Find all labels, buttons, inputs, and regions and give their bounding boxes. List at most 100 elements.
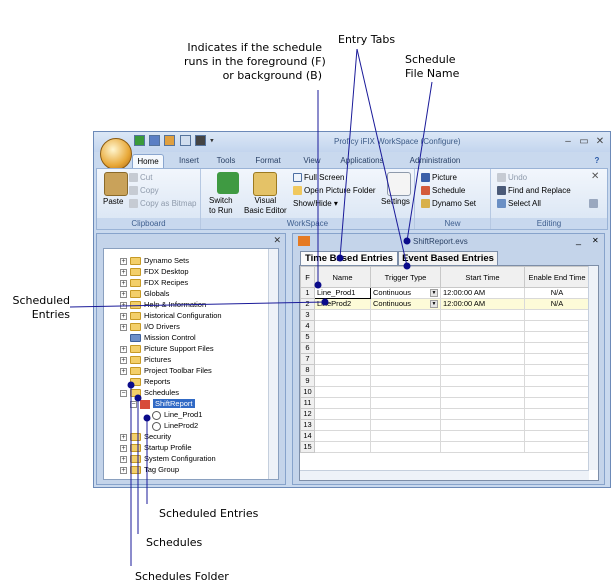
empty-cell[interactable]	[524, 441, 590, 453]
table-row[interactable]: 13	[300, 419, 590, 431]
tree-item-lineprod2[interactable]: LineProd2	[152, 420, 198, 431]
empty-cell[interactable]	[314, 375, 371, 387]
doc-close-button[interactable]: ✕	[592, 236, 599, 245]
empty-cell[interactable]	[440, 309, 525, 321]
tree-item[interactable]: +Tag Group	[120, 464, 179, 475]
qat-dropdown-icon[interactable]: ▾	[210, 137, 214, 145]
empty-cell[interactable]	[314, 364, 371, 376]
empty-cell[interactable]	[314, 441, 371, 453]
cell-start-time[interactable]: 12:00:00 AM	[440, 298, 525, 310]
column-foreground-background[interactable]: F	[300, 266, 315, 288]
expand-icon[interactable]: +	[120, 466, 127, 474]
tree-vertical-scrollbar[interactable]	[268, 249, 278, 479]
expand-icon[interactable]: +	[120, 323, 127, 331]
new-dynamo-set-button[interactable]: Dynamo Set	[421, 199, 476, 209]
copy-button[interactable]: Copy	[129, 186, 159, 196]
empty-cell[interactable]	[314, 320, 371, 332]
tab-home[interactable]: Home	[132, 154, 164, 168]
delete-icon[interactable]: ✕	[591, 171, 600, 182]
tree-item[interactable]: +I/O Drivers	[120, 321, 180, 332]
tree-item[interactable]: +Security	[120, 431, 171, 442]
empty-cell[interactable]	[440, 408, 525, 420]
expand-icon[interactable]: +	[120, 444, 127, 452]
empty-cell[interactable]	[370, 364, 441, 376]
empty-cell[interactable]	[440, 331, 525, 343]
table-row[interactable]: 11	[300, 397, 590, 409]
empty-cell[interactable]	[370, 430, 441, 442]
empty-cell[interactable]	[524, 309, 590, 321]
tree-item[interactable]: +Project Toolbar Files	[120, 365, 212, 376]
empty-cell[interactable]	[370, 408, 441, 420]
empty-cell[interactable]	[440, 342, 525, 354]
tab-format[interactable]: Format	[255, 156, 281, 165]
empty-cell[interactable]	[440, 430, 525, 442]
cell-enable-end-time[interactable]: N/A	[524, 298, 590, 310]
tree-item[interactable]: +Historical Configuration	[120, 310, 222, 321]
collapse-icon[interactable]: −	[130, 400, 137, 408]
select-all-button[interactable]: Select All	[497, 199, 541, 209]
full-screen-button[interactable]: Full Screen	[293, 173, 344, 183]
tree-item[interactable]: +Help & Information	[120, 299, 206, 310]
tree-item-schedules[interactable]: −Schedules	[120, 387, 179, 398]
tree-item[interactable]: +FDX Recipes	[120, 277, 188, 288]
new-picture-button[interactable]: Picture	[421, 173, 457, 183]
vba-button[interactable]: Visual Basic Editor	[244, 196, 287, 216]
table-row[interactable]: 8	[300, 364, 590, 376]
expand-icon[interactable]: +	[120, 367, 127, 375]
cell-trigger-type[interactable]: Continuous▼	[370, 298, 441, 310]
empty-cell[interactable]	[524, 419, 590, 431]
empty-cell[interactable]	[440, 419, 525, 431]
empty-cell[interactable]	[314, 397, 371, 409]
column-name[interactable]: Name	[314, 266, 371, 288]
copy-bitmap-button[interactable]: Copy as Bitmap	[129, 199, 196, 209]
empty-cell[interactable]	[524, 331, 590, 343]
empty-cell[interactable]	[440, 397, 525, 409]
empty-cell[interactable]	[314, 353, 371, 365]
empty-cell[interactable]	[314, 331, 371, 343]
column-start-time[interactable]: Start Time	[440, 266, 525, 288]
empty-cell[interactable]	[370, 397, 441, 409]
restore-button[interactable]: ▭	[579, 136, 589, 147]
empty-cell[interactable]	[370, 419, 441, 431]
tree-item[interactable]: +Globals	[120, 288, 169, 299]
column-trigger-type[interactable]: Trigger Type	[370, 266, 441, 288]
empty-cell[interactable]	[314, 342, 371, 354]
table-row[interactable]: 3	[300, 309, 590, 321]
grid-horizontal-scrollbar[interactable]	[300, 470, 589, 480]
empty-cell[interactable]	[314, 430, 371, 442]
cell-start-time[interactable]: 12:00:00 AM	[440, 287, 525, 299]
cell-name[interactable]: Line_Prod1	[314, 287, 371, 299]
properties-icon[interactable]	[589, 199, 600, 209]
empty-cell[interactable]	[524, 430, 590, 442]
empty-cell[interactable]	[370, 331, 441, 343]
tab-event-based-entries[interactable]: Event Based Entries	[398, 251, 498, 265]
dropdown-arrow-icon[interactable]: ▼	[430, 289, 438, 297]
table-row[interactable]: 5	[300, 331, 590, 343]
expand-icon[interactable]: +	[120, 356, 127, 364]
minimize-button[interactable]: –	[565, 136, 571, 147]
column-enable-end-time[interactable]: Enable End Time	[524, 266, 590, 288]
save-icon[interactable]	[149, 135, 161, 146]
expand-icon[interactable]: +	[120, 268, 127, 276]
doc-minimize-button[interactable]: _	[576, 235, 582, 245]
table-row[interactable]: 10	[300, 386, 590, 398]
table-row[interactable]: 1 Line_Prod1 Continuous▼ 12:00:00 AM N/A	[300, 287, 590, 299]
tab-administration[interactable]: Administration	[409, 156, 461, 165]
tab-tools[interactable]: Tools	[216, 156, 236, 165]
picture-icon[interactable]	[164, 135, 176, 146]
run-icon[interactable]	[134, 135, 145, 146]
tree-item[interactable]: +System Configuration	[120, 453, 216, 464]
settings-button[interactable]: Settings	[381, 197, 410, 206]
find-replace-button[interactable]: Find and Replace	[497, 186, 571, 196]
expand-icon[interactable]: +	[120, 290, 127, 298]
dynamo-icon[interactable]	[194, 135, 206, 146]
tree-item-line-prod1[interactable]: Line_Prod1	[152, 409, 202, 420]
tree-item[interactable]: +Startup Profile	[120, 442, 192, 453]
tree-item-shiftreport[interactable]: −ShiftReport	[130, 398, 195, 409]
switch-to-run-button[interactable]: Switch to Run	[209, 196, 233, 216]
empty-cell[interactable]	[524, 397, 590, 409]
empty-cell[interactable]	[370, 309, 441, 321]
empty-cell[interactable]	[440, 364, 525, 376]
table-row[interactable]: 4	[300, 320, 590, 332]
table-row[interactable]: 14	[300, 430, 590, 442]
